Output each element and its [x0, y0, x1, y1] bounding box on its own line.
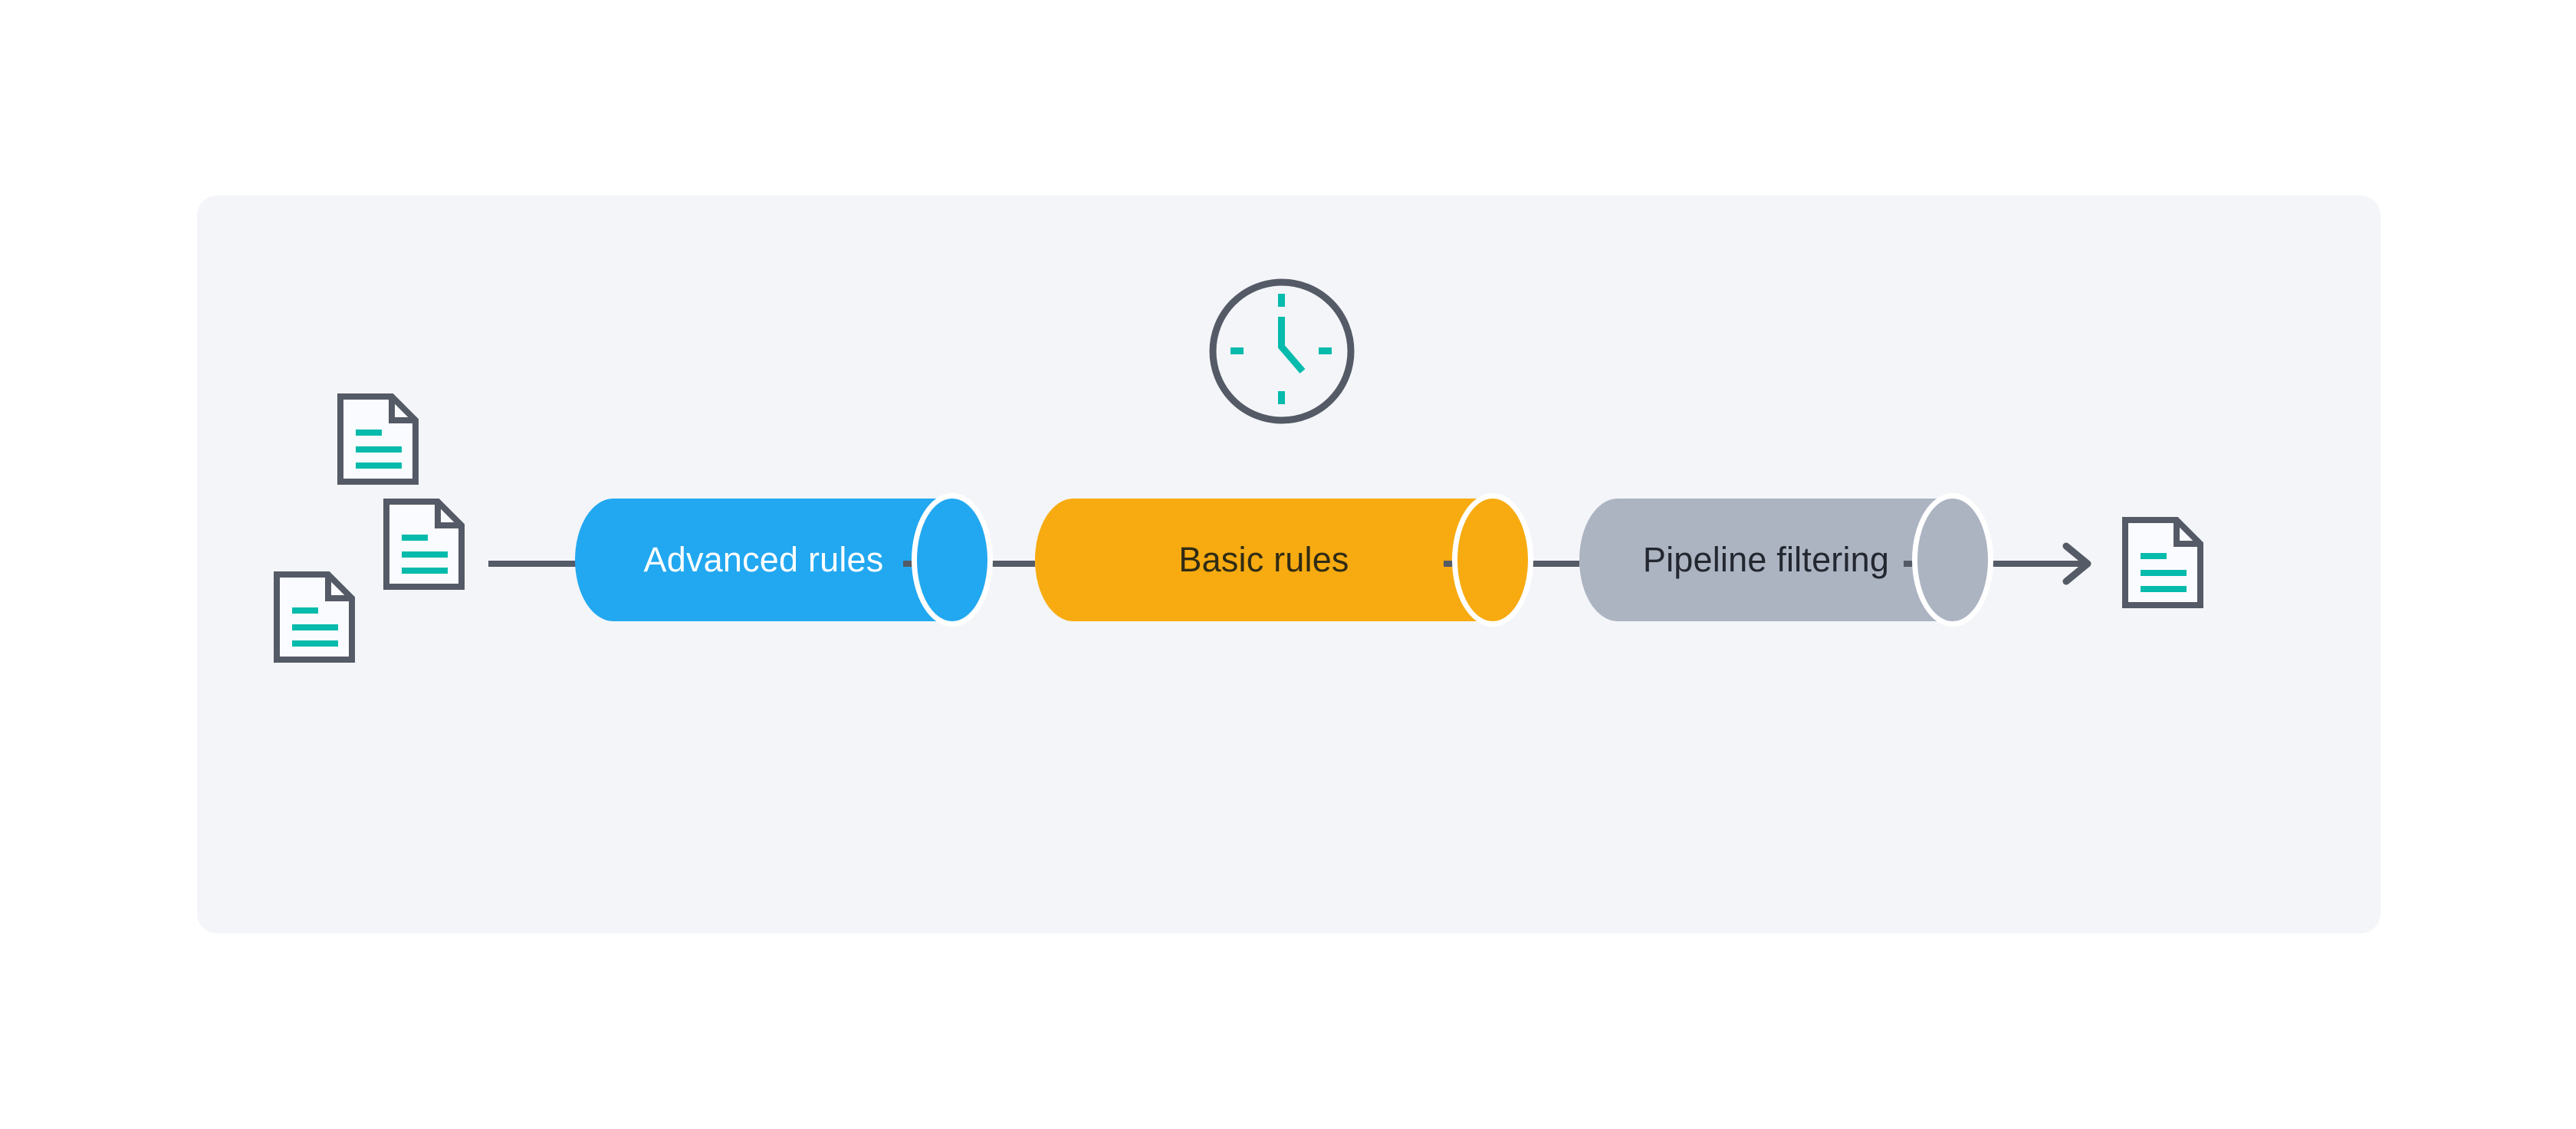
input-document-icon-3	[274, 571, 355, 663]
connector-line-input	[488, 561, 579, 567]
stage-pipeline-filtering: Pipeline filtering	[1579, 499, 1953, 621]
arrow-right-icon	[2062, 542, 2091, 585]
stage-advanced-rules: Advanced rules	[575, 499, 952, 621]
stage-label-basic-rules: Basic rules	[1178, 540, 1349, 579]
stage-basic-rules: Basic rules	[1035, 499, 1493, 621]
stage-cap-advanced-rules	[912, 493, 993, 627]
input-document-icon-2	[383, 499, 465, 590]
stage-cap-pipeline-filtering	[1912, 493, 1993, 627]
input-document-icon-1	[337, 393, 419, 485]
stage-cap-basic-rules	[1452, 493, 1533, 627]
connector-line-output	[1904, 561, 2084, 567]
output-document-icon	[2122, 517, 2203, 608]
clock-icon	[1209, 278, 1355, 424]
stage-label-advanced-rules: Advanced rules	[643, 540, 884, 579]
stage-label-pipeline-filtering: Pipeline filtering	[1642, 540, 1890, 579]
